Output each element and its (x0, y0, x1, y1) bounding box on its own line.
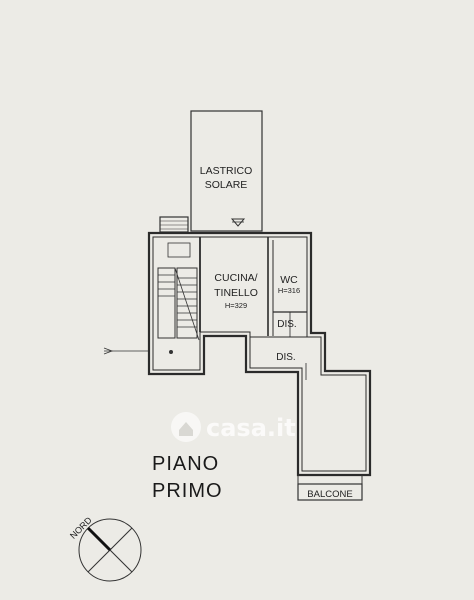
compass-label: NORD (68, 515, 94, 541)
wc-height: H=316 (278, 286, 300, 295)
balcone-area (297, 483, 363, 501)
inner-wall (152, 236, 367, 472)
stair-treads (158, 274, 197, 328)
watermark: casa.it (171, 412, 296, 442)
lastrico-solare-area (190, 110, 263, 232)
entry-point (169, 350, 173, 354)
cucina-label-1: CUCINA/ (214, 272, 257, 284)
balcone-label: BALCONE (307, 489, 352, 500)
watermark-house-icon (179, 422, 193, 436)
dis-upper-label: DIS. (277, 319, 296, 330)
wc-label: WC (280, 274, 298, 286)
dis-lower-label: DIS. (276, 352, 295, 363)
north-compass: NORD (68, 515, 142, 582)
compass-north-arrow-icon (86, 526, 112, 552)
floor-title-line1: PIANO (152, 453, 219, 475)
cucina-label-2: TINELLO (214, 287, 258, 299)
watermark-text: casa.it (206, 414, 296, 442)
roof-block (159, 216, 189, 233)
stair-left-flight (157, 267, 176, 339)
fixture-icon (230, 218, 246, 227)
stair-right-flight (176, 267, 198, 339)
entry-arrow-head (103, 347, 114, 355)
lastrico-label-1: LASTRICO (200, 165, 253, 177)
stair-landing (167, 242, 191, 258)
cucina-height: H=329 (225, 301, 247, 310)
compass-circle (78, 518, 142, 582)
floor-title-line2: PRIMO (152, 480, 223, 502)
stair-cut-line (174, 267, 200, 341)
lastrico-label-2: SOLARE (205, 179, 248, 191)
